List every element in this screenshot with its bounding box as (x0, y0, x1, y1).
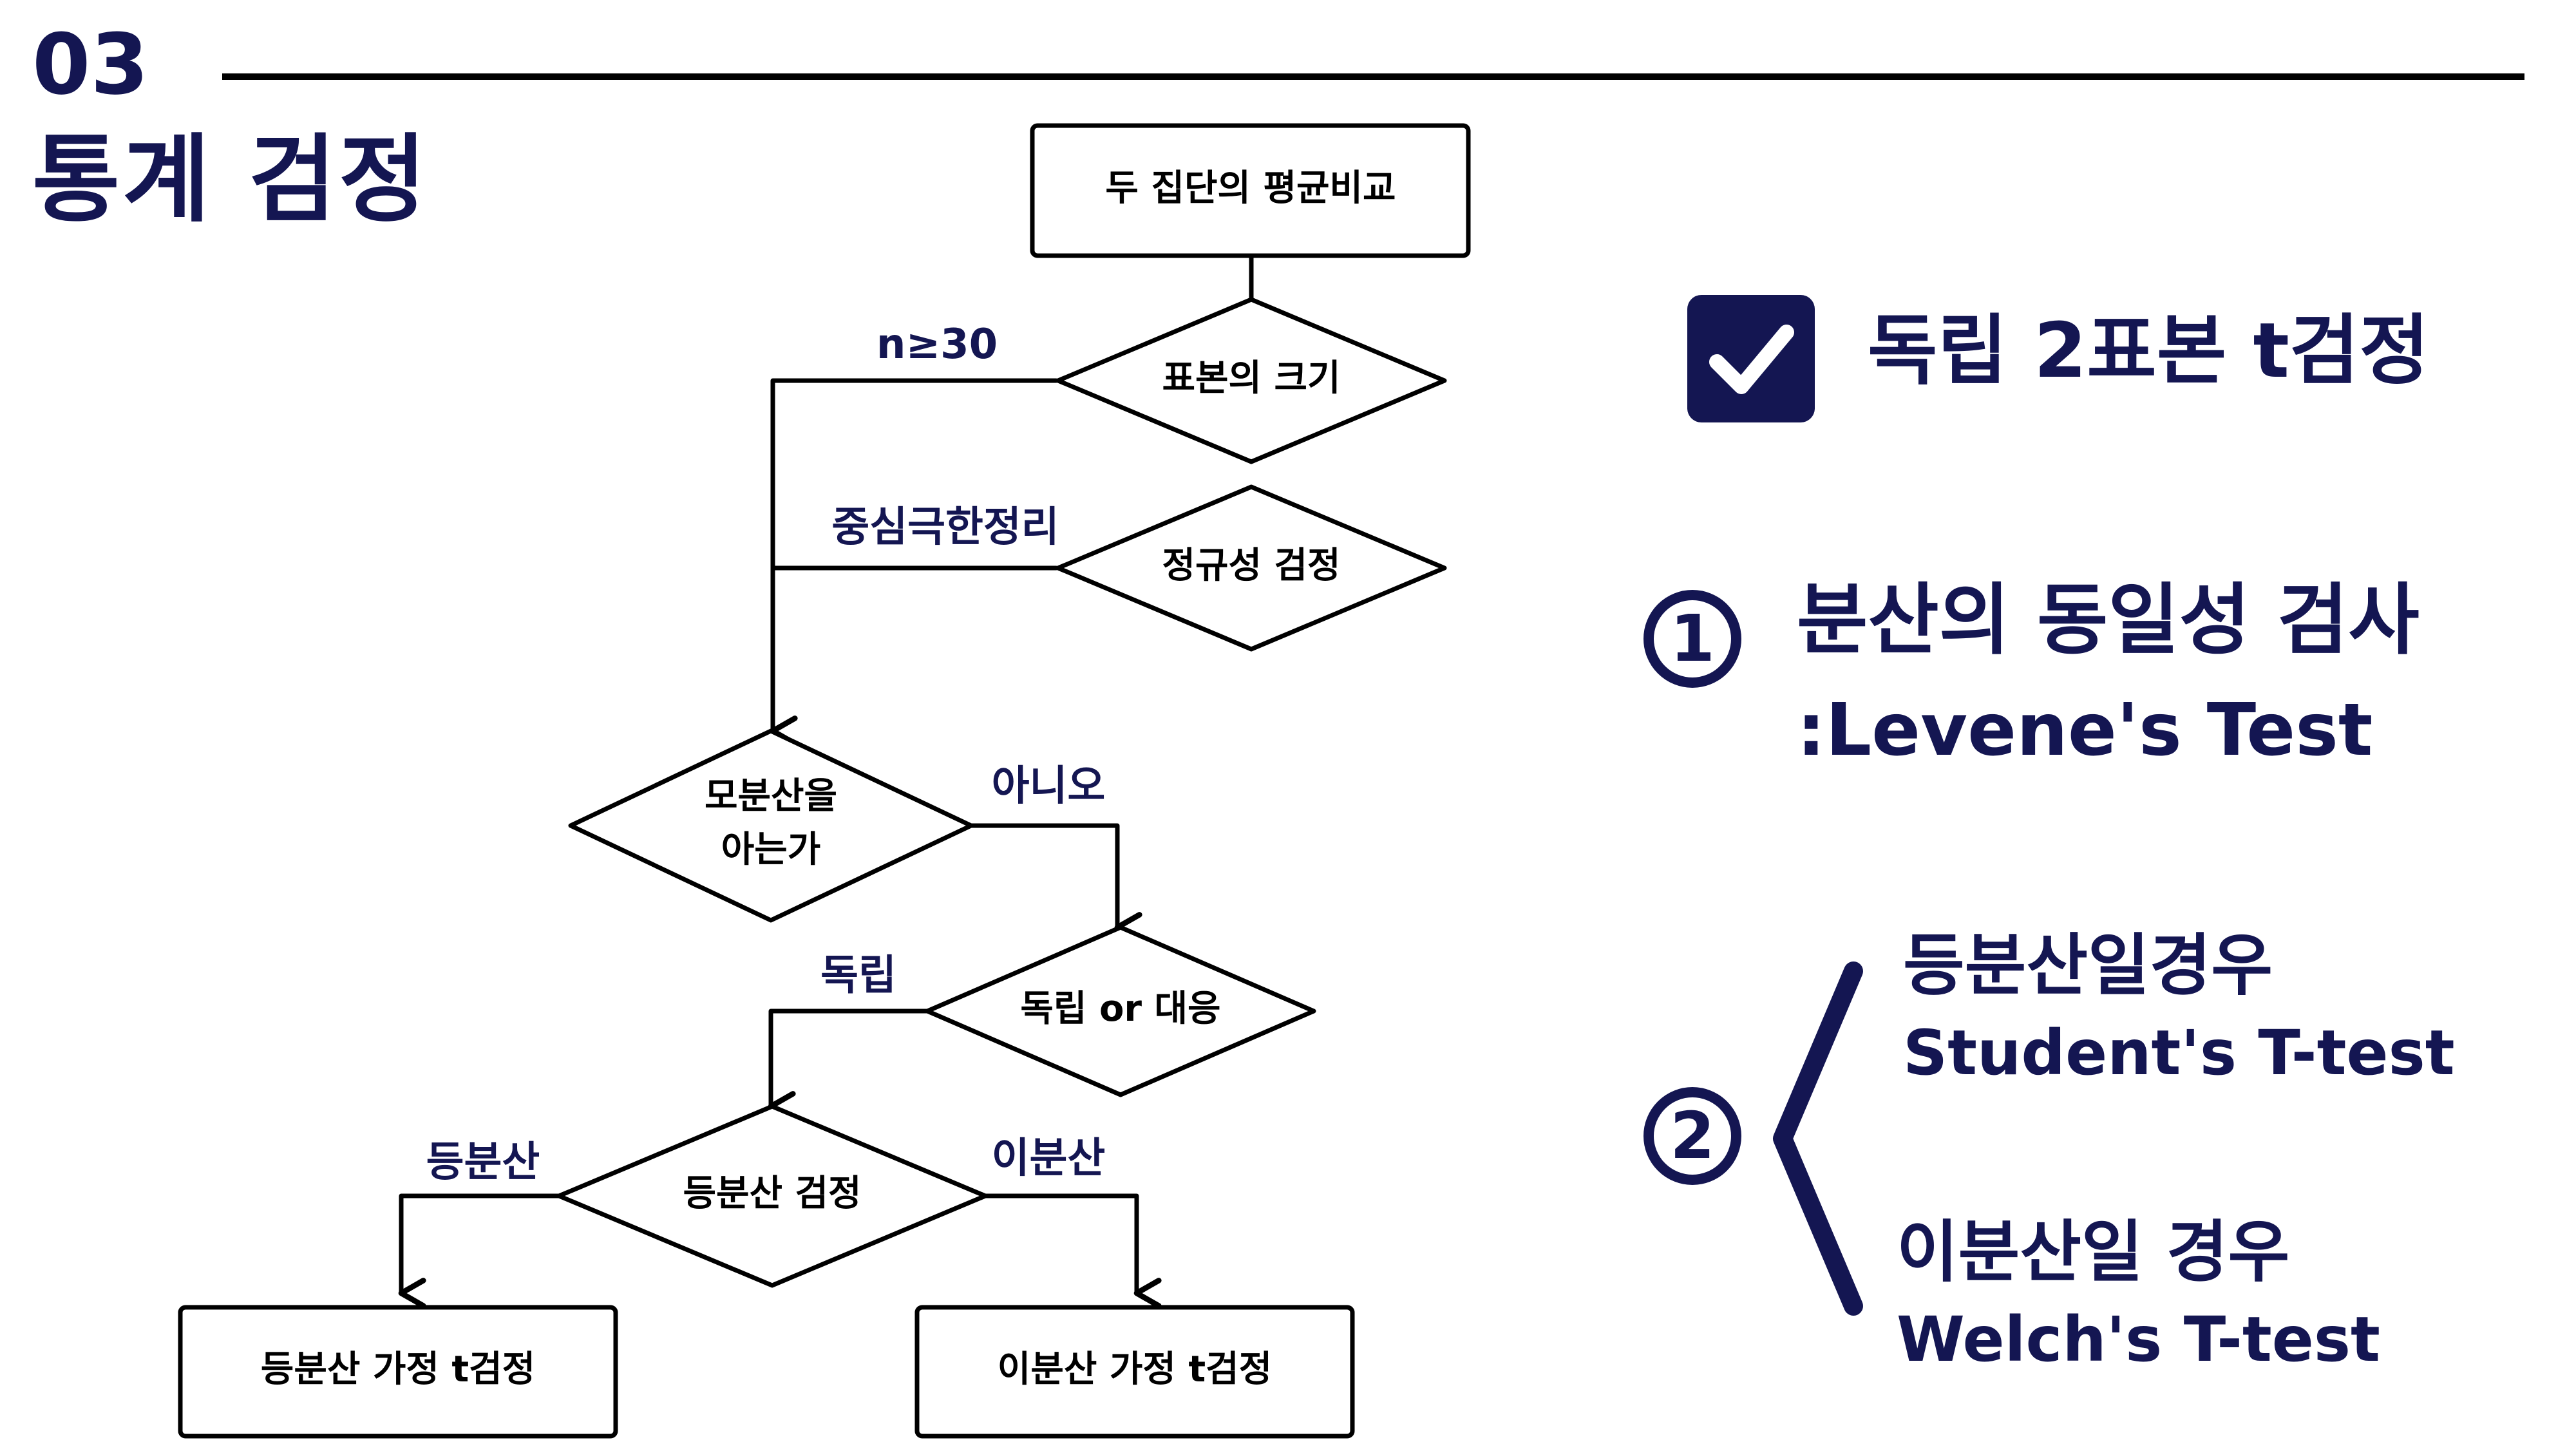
connector-n30-to-popvar (770, 378, 1059, 746)
equal-variance-test-node (556, 1104, 988, 1288)
edge-label-n30: n≥30 (876, 321, 998, 368)
header-divider (222, 73, 2524, 80)
normality-test-node (1056, 484, 1447, 652)
step-2-number: 2 (1643, 1087, 1741, 1185)
case-unequal-variance: 이분산일 경우 (1897, 1213, 2290, 1291)
summary-title: 독립 2표본 t검정 (1868, 306, 2430, 395)
brace-icon (1773, 961, 1863, 1316)
equal-variance-test-label: 등분산 검정 (683, 1173, 861, 1215)
checkbox-checked-icon (1687, 295, 1815, 422)
step-1-title: 분산의 동일성 검사 (1797, 576, 2420, 665)
flowchart: 두 집단의 평균비교 표본의 크기 정규성 검정 모분산을 아는가 독립 or … (178, 123, 1471, 1439)
result-equal-variance-node (178, 1305, 618, 1439)
connector-unequal-to-result (983, 1193, 1162, 1309)
connector-no-to-indep (969, 823, 1142, 943)
connector-indep-to-eqtest (768, 1009, 930, 1122)
edge-label-equal: 등분산 (426, 1139, 540, 1186)
start-node (1030, 123, 1471, 258)
sample-size-node (1056, 297, 1447, 464)
edge-label-unequal: 이분산 (992, 1135, 1106, 1182)
sample-size-label: 표본의 크기 (1162, 357, 1340, 399)
connector-equal-to-result (398, 1193, 562, 1309)
edge-label-clt: 중심극한정리 (831, 504, 1059, 551)
edge-label-no: 아니오 (992, 762, 1106, 810)
section-title: 통계 검정 (32, 124, 430, 235)
population-variance-label-2: 아는가 (721, 829, 821, 871)
start-label: 두 집단의 평균비교 (1105, 167, 1396, 209)
case-equal-variance: 등분산일경우 (1903, 926, 2273, 1005)
case-equal-variance-test: Student's T-test (1903, 1017, 2455, 1089)
edge-label-independent: 독립 (820, 952, 896, 999)
population-variance-node (568, 728, 974, 923)
normality-label: 정규성 검정 (1162, 545, 1340, 587)
step-1-subtitle: :Levene's Test (1797, 688, 2373, 772)
independent-or-paired-label: 독립 or 대응 (1020, 988, 1220, 1030)
flow-connectors (398, 253, 1254, 1309)
result-equal-variance-label: 등분산 가정 t검정 (261, 1349, 535, 1390)
result-unequal-variance-node (914, 1305, 1355, 1439)
independent-or-paired-node (925, 925, 1316, 1097)
result-unequal-variance-label: 이분산 가정 t검정 (998, 1349, 1272, 1390)
section-number: 03 (32, 15, 149, 113)
step-1-number: 1 (1643, 590, 1741, 688)
population-variance-label-1: 모분산을 (705, 775, 837, 817)
case-unequal-variance-test: Welch's T-test (1897, 1303, 2380, 1376)
